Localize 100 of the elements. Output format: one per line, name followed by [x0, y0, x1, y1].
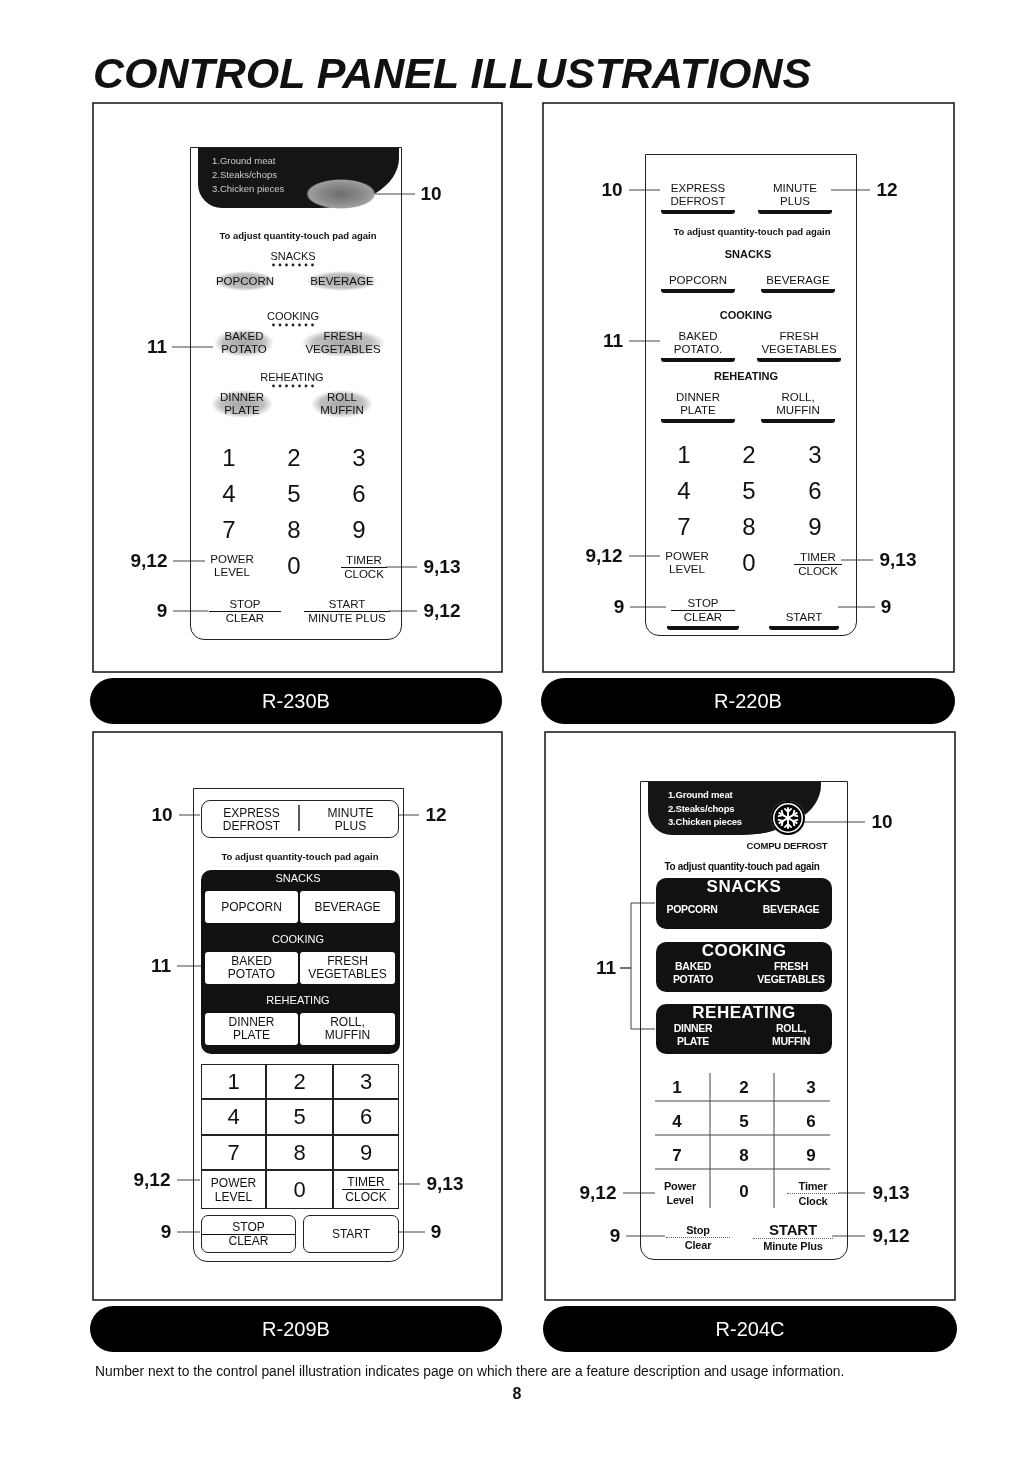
touch-key: BAKED POTATO	[205, 952, 298, 984]
leader-line	[388, 610, 418, 612]
callout-number: 9,12	[868, 1225, 914, 1247]
leader-line	[629, 606, 667, 608]
group-heading: COOKING	[701, 942, 787, 959]
keypad-key: 1	[201, 1064, 266, 1099]
model-banner: R-220B	[541, 678, 955, 724]
key-digit: 0	[739, 1182, 749, 1202]
key-digit: 8	[742, 513, 756, 541]
key-digit: 4	[672, 1112, 682, 1132]
group-heading: SNACKS	[706, 878, 782, 895]
key-digit: 6	[352, 480, 366, 508]
touch-key: STOP CLEAR	[201, 1215, 296, 1253]
keypad-key: POWER LEVEL	[201, 1170, 266, 1209]
keypad-key: 6	[333, 1099, 399, 1135]
leader-line	[619, 967, 656, 1030]
touch-key: ROLL, MUFFIN	[759, 1020, 823, 1050]
key-digit: 1	[222, 444, 236, 472]
callout-number: 10	[598, 179, 626, 201]
touch-key: START	[769, 597, 839, 630]
leader-line	[385, 566, 418, 568]
leader-line	[803, 821, 866, 823]
instruction-text: To adjust quantity-touch pad again	[219, 229, 377, 241]
key-digit: 3	[352, 444, 366, 472]
touch-key: FRESH VEGETABLES	[301, 329, 385, 357]
key-group-panel	[656, 878, 832, 929]
callout-number: 11	[145, 336, 169, 358]
touch-key: BEVERAGE	[306, 271, 378, 291]
keypad-key: 3	[333, 1064, 399, 1099]
callout-number: 9,13	[876, 549, 920, 571]
key-digit: 3	[808, 441, 822, 469]
touch-key: FRESH VEGETABLES	[300, 952, 395, 984]
page-number: 8	[512, 1385, 522, 1403]
key-digit: 9	[808, 513, 822, 541]
key-digit: 7	[222, 516, 236, 544]
touch-key: MINUTE PLUS	[758, 174, 832, 214]
touch-key: FRESH VEGETABLES	[753, 958, 829, 988]
touch-key: ROLL MUFFIN	[311, 390, 373, 418]
touch-key: POWER LEVEL	[661, 548, 713, 578]
key-digit: 0	[287, 552, 301, 580]
leader-line	[628, 555, 661, 557]
touch-key: POPCORN	[657, 899, 727, 919]
menu-text: 3.Chicken pieces	[668, 815, 742, 829]
key-digit: 2	[287, 444, 301, 472]
callout-number: 10	[868, 811, 896, 833]
key-digit: 7	[672, 1146, 682, 1166]
callout-number: 12	[422, 804, 450, 826]
callout-number: 9,12	[582, 545, 626, 567]
callout-number: 9,13	[423, 1173, 467, 1195]
touch-key: BAKED POTATO	[214, 329, 274, 357]
leader-line	[397, 1231, 426, 1233]
touch-key: BAKED POTATO.	[661, 325, 735, 362]
key-digit: 5	[739, 1112, 749, 1132]
touch-key: POWER LEVEL	[206, 551, 258, 581]
leader-line	[176, 1179, 201, 1181]
key-digit: 6	[806, 1112, 816, 1132]
touch-key: START Minute Plus	[753, 1217, 833, 1257]
touch-key: BEVERAGE	[756, 899, 826, 919]
key-digit: 8	[739, 1146, 749, 1166]
section-heading: COOKING	[267, 310, 319, 322]
keypad-key: 9	[333, 1135, 399, 1170]
touch-key: MINUTE PLUS	[301, 801, 400, 839]
callout-number: 9,13	[420, 556, 464, 578]
key-group-panel	[201, 870, 400, 1054]
section-heading: REHEATING	[266, 994, 330, 1006]
section-heading: COOKING	[272, 933, 324, 945]
section-heading: REHEATING	[260, 371, 324, 383]
menu-text: 1.Ground meat	[668, 788, 733, 802]
touch-key: TIMER CLOCK	[341, 550, 387, 584]
key-digit: 2	[742, 441, 756, 469]
menu-text: 1.Ground meat	[212, 154, 276, 168]
control-panel	[640, 781, 848, 1260]
defrost-menu-panel	[648, 782, 821, 835]
key-caption: COMPU DEFROST	[745, 840, 829, 851]
key-digit: 7	[677, 513, 691, 541]
leader-line	[831, 1235, 866, 1237]
touch-key: STOP CLEAR	[667, 589, 739, 630]
key-digit: 1	[672, 1078, 682, 1098]
leader-line	[397, 1183, 421, 1185]
touch-key: BEVERAGE	[761, 267, 835, 293]
callout-number: 10	[418, 183, 444, 205]
key-digit: 5	[742, 477, 756, 505]
callout-number: 10	[148, 804, 176, 826]
touch-key: EXPRESS DEFROST	[661, 174, 735, 214]
callout-number: 9,13	[868, 1182, 914, 1204]
key-frame	[201, 800, 399, 838]
section-heading: SNACKS	[270, 250, 316, 262]
callout-number: 9	[611, 596, 627, 618]
key-digit: 8	[287, 516, 301, 544]
leader-line	[625, 1235, 666, 1237]
control-panel	[193, 788, 404, 1262]
leader-line	[622, 1192, 656, 1194]
menu-text: 2.Steaks/chops	[668, 801, 735, 815]
touch-key: DINNER PLATE	[211, 390, 273, 418]
key-digit: 9	[352, 516, 366, 544]
leader-line	[628, 189, 661, 191]
instruction-text: To adjust quantity-touch pad again	[664, 860, 820, 872]
leader-line	[830, 189, 871, 191]
touch-key: DINNER PLATE	[205, 1013, 298, 1045]
leader-line	[178, 814, 201, 816]
